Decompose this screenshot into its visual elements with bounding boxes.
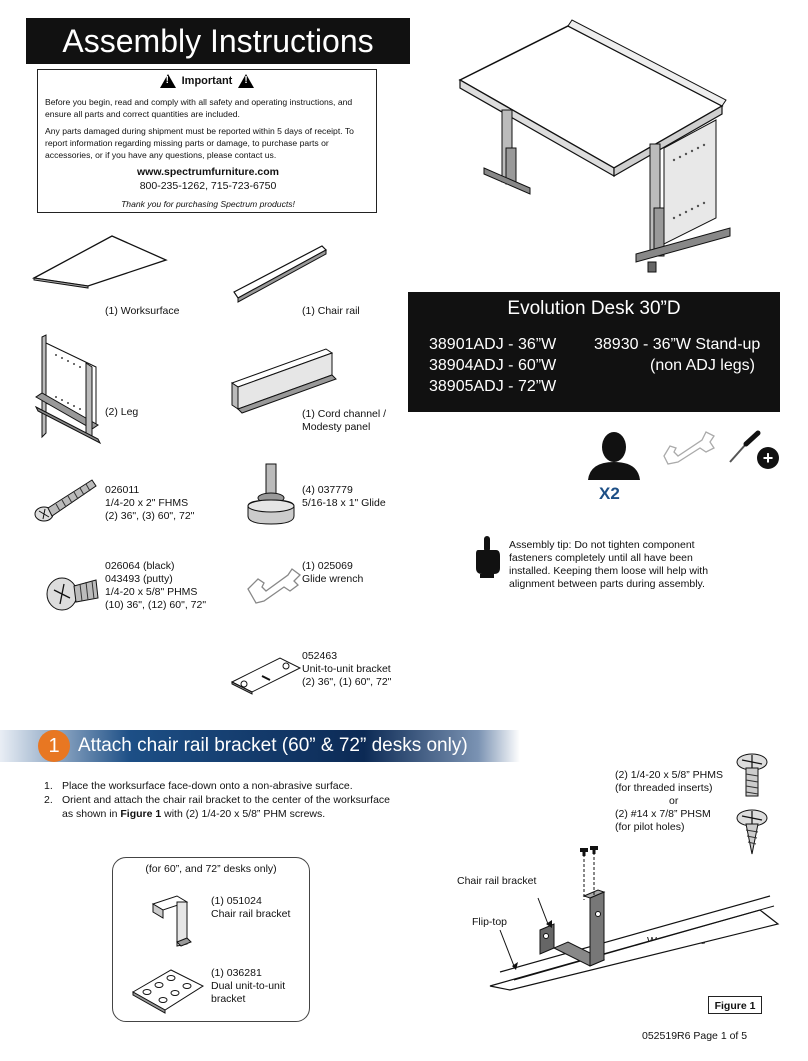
assembly-tip-line-3: installed. Keeping them loose will help … bbox=[509, 565, 709, 577]
chair-rail-bracket-name: Chair rail bracket bbox=[211, 908, 291, 920]
kit-heading: (for 60”, and 72” desks only) bbox=[145, 863, 277, 875]
unit-bracket-part-image bbox=[230, 657, 302, 695]
unit-bracket-name: Unit-to-unit bracket bbox=[302, 663, 391, 675]
cord-channel-label: (1) Cord channel / Modesty panel bbox=[302, 408, 386, 434]
figure-reference: Figure 1 bbox=[120, 808, 162, 820]
model-standup-note: (non ADJ legs) bbox=[650, 357, 755, 374]
worksurface-part-image bbox=[31, 235, 168, 289]
short-screw-quantity: (10) 36", (12) 60", 72" bbox=[105, 599, 207, 611]
dual-bracket-image bbox=[131, 969, 205, 1014]
important-heading: ! Important! bbox=[38, 74, 376, 88]
long-screw-part-number: 026011 bbox=[105, 484, 140, 496]
step-1-header-band bbox=[0, 730, 520, 762]
unit-bracket-label: 052463 Unit-to-unit bracket (2) 36", (1)… bbox=[302, 650, 391, 689]
chair-rail-bracket-number: (1) 051024 bbox=[211, 895, 262, 907]
glide-wrench-name: Glide wrench bbox=[302, 573, 364, 585]
product-title: Evolution Desk 30”D bbox=[507, 298, 681, 319]
glide-wrench-part-image bbox=[247, 568, 301, 604]
figure-1-diagram bbox=[489, 846, 780, 991]
chair-rail-bracket-callout: Chair rail bracket bbox=[457, 875, 537, 887]
cord-channel-label-line-1: (1) Cord channel / bbox=[302, 408, 387, 420]
dual-bracket-label: (1) 036281 Dual unit-to-unit bracket bbox=[211, 967, 285, 1006]
chair-rail-bracket-image bbox=[151, 895, 192, 947]
leg-label: (2) Leg bbox=[105, 406, 139, 418]
long-screw-size: 1/4-20 x 2" FHMS bbox=[105, 497, 189, 509]
person-icon bbox=[588, 432, 640, 480]
instruction-1-text: Place the worksurface face-down onto a n… bbox=[62, 780, 353, 792]
glide-label: (4) 037779 5/16-18 x 1" Glide bbox=[302, 484, 386, 510]
screw-note-line-1: (2) 1/4-20 x 5/8” PHMS bbox=[615, 769, 723, 781]
short-screw-label: 026064 (black) 043493 (putty) 1/4-20 x 5… bbox=[105, 560, 206, 612]
figure-1-label: Figure 1 bbox=[708, 996, 762, 1014]
model-72: 38905ADJ - 72”W bbox=[429, 378, 557, 395]
glide-wrench-part-number: (1) 025069 bbox=[302, 560, 353, 572]
wrench-icon bbox=[663, 431, 715, 465]
warning-icon: ! bbox=[238, 74, 255, 88]
glide-size: 5/16-18 x 1" Glide bbox=[302, 497, 386, 509]
assembly-tip-line-1: Assembly tip: Do not tighten component bbox=[509, 539, 695, 551]
long-screw-quantity: (2) 36", (3) 60", 72" bbox=[105, 510, 195, 522]
screw-note-line-3: (2) #14 x 7/8” PHSM bbox=[615, 808, 711, 820]
short-screw-part-black: 026064 (black) bbox=[105, 560, 175, 572]
assembly-tip-line-4: alignment between parts during assembly. bbox=[509, 578, 705, 590]
desk-illustration bbox=[458, 19, 731, 273]
chair-rail-bracket-label: (1) 051024 Chair rail bracket bbox=[211, 895, 290, 921]
instruction-1-number: 1. bbox=[44, 780, 53, 792]
screw-note-line-2: (for threaded inserts) bbox=[615, 782, 713, 794]
cord-channel-part-image bbox=[230, 348, 337, 414]
glide-wrench-label: (1) 025069 Glide wrench bbox=[302, 560, 363, 586]
model-36: 38901ADJ - 36”W bbox=[429, 336, 557, 353]
unit-bracket-part-number: 052463 bbox=[302, 650, 338, 662]
cord-channel-label-line-2: Modesty panel bbox=[302, 421, 371, 433]
hardware-kit-box: (for 60”, and 72” desks only) (1) 051024… bbox=[112, 857, 310, 1022]
assembly-tip-line-2: fasteners completely until all have been bbox=[509, 552, 693, 564]
chair-rail-part-image bbox=[233, 245, 327, 303]
leg-part-image bbox=[34, 334, 102, 445]
model-standup: 38930 - 36”W Stand-up bbox=[594, 336, 761, 353]
important-paragraph-1: Before you begin, read and comply with a… bbox=[45, 97, 353, 119]
instruction-2-pre: as shown in bbox=[62, 808, 121, 820]
chair-rail-label: (1) Chair rail bbox=[302, 305, 360, 317]
screwdriver-icon bbox=[729, 430, 761, 463]
phone-numbers: 800-235-1262, 715-723-6750 bbox=[139, 180, 277, 192]
instruction-2-post: with (2) 1/4-20 x 5/8” PHM screws. bbox=[161, 808, 326, 820]
product-info-box: Evolution Desk 30”D 38901ADJ - 36”W 3890… bbox=[408, 292, 780, 412]
step-number-badge: 1 bbox=[38, 730, 70, 762]
short-screw-part-image bbox=[46, 577, 99, 611]
instruction-2-text: Orient and attach the chair rail bracket… bbox=[62, 794, 391, 806]
unit-bracket-quantity: (2) 36", (1) 60", 72" bbox=[302, 676, 392, 688]
screw-note-or: or bbox=[669, 795, 679, 807]
glide-part-image bbox=[247, 463, 295, 525]
long-screw-part-image bbox=[34, 479, 97, 522]
screw-note-line-4: (for pilot holes) bbox=[615, 821, 685, 833]
page-title: Assembly Instructions bbox=[26, 18, 410, 64]
dual-bracket-name: Dual unit-to-unit bbox=[211, 980, 286, 992]
pointing-hand-icon bbox=[476, 536, 500, 578]
plus-icon: + bbox=[757, 447, 779, 469]
sheet-metal-screw-icon bbox=[736, 809, 768, 855]
machine-screw-icon bbox=[736, 753, 768, 797]
flip-top-callout: Flip-top bbox=[472, 916, 508, 928]
short-screw-size: 1/4-20 x 5/8" PHMS bbox=[105, 586, 198, 598]
instruction-2-text-continued: as shown in Figure 1 with (2) 1/4-20 x 5… bbox=[62, 807, 325, 821]
dual-bracket-number: (1) 036281 bbox=[211, 967, 262, 979]
important-heading-text: Important bbox=[181, 74, 233, 87]
long-screw-label: 026011 1/4-20 x 2" FHMS (2) 36", (3) 60"… bbox=[105, 484, 194, 523]
important-paragraph-2: Any parts damaged during shipment must b… bbox=[45, 126, 354, 160]
people-count: X2 bbox=[599, 484, 620, 503]
glide-part-number: (4) 037779 bbox=[302, 484, 353, 496]
instruction-2-number: 2. bbox=[44, 794, 53, 806]
document-page-footer: 052519R6 Page 1 of 5 bbox=[642, 1030, 748, 1042]
step-1-title: Attach chair rail bracket (60” & 72” des… bbox=[78, 735, 468, 756]
thank-you-note: Thank you for purchasing Spectrum produc… bbox=[121, 199, 295, 209]
short-screw-part-putty: 043493 (putty) bbox=[105, 573, 173, 585]
important-notice: ! Important! Before you begin, read and c… bbox=[37, 69, 377, 213]
model-60: 38904ADJ - 60”W bbox=[429, 357, 557, 374]
dual-bracket-name-continued: bracket bbox=[211, 993, 246, 1005]
screw-note: (2) 1/4-20 x 5/8” PHMS (for threaded ins… bbox=[615, 769, 723, 834]
worksurface-label: (1) Worksurface bbox=[105, 305, 180, 317]
website-link[interactable]: www.spectrumfurniture.com bbox=[137, 166, 279, 178]
warning-icon: ! bbox=[159, 74, 176, 88]
assembly-tip: Assembly tip: Do not tighten component f… bbox=[509, 539, 708, 591]
